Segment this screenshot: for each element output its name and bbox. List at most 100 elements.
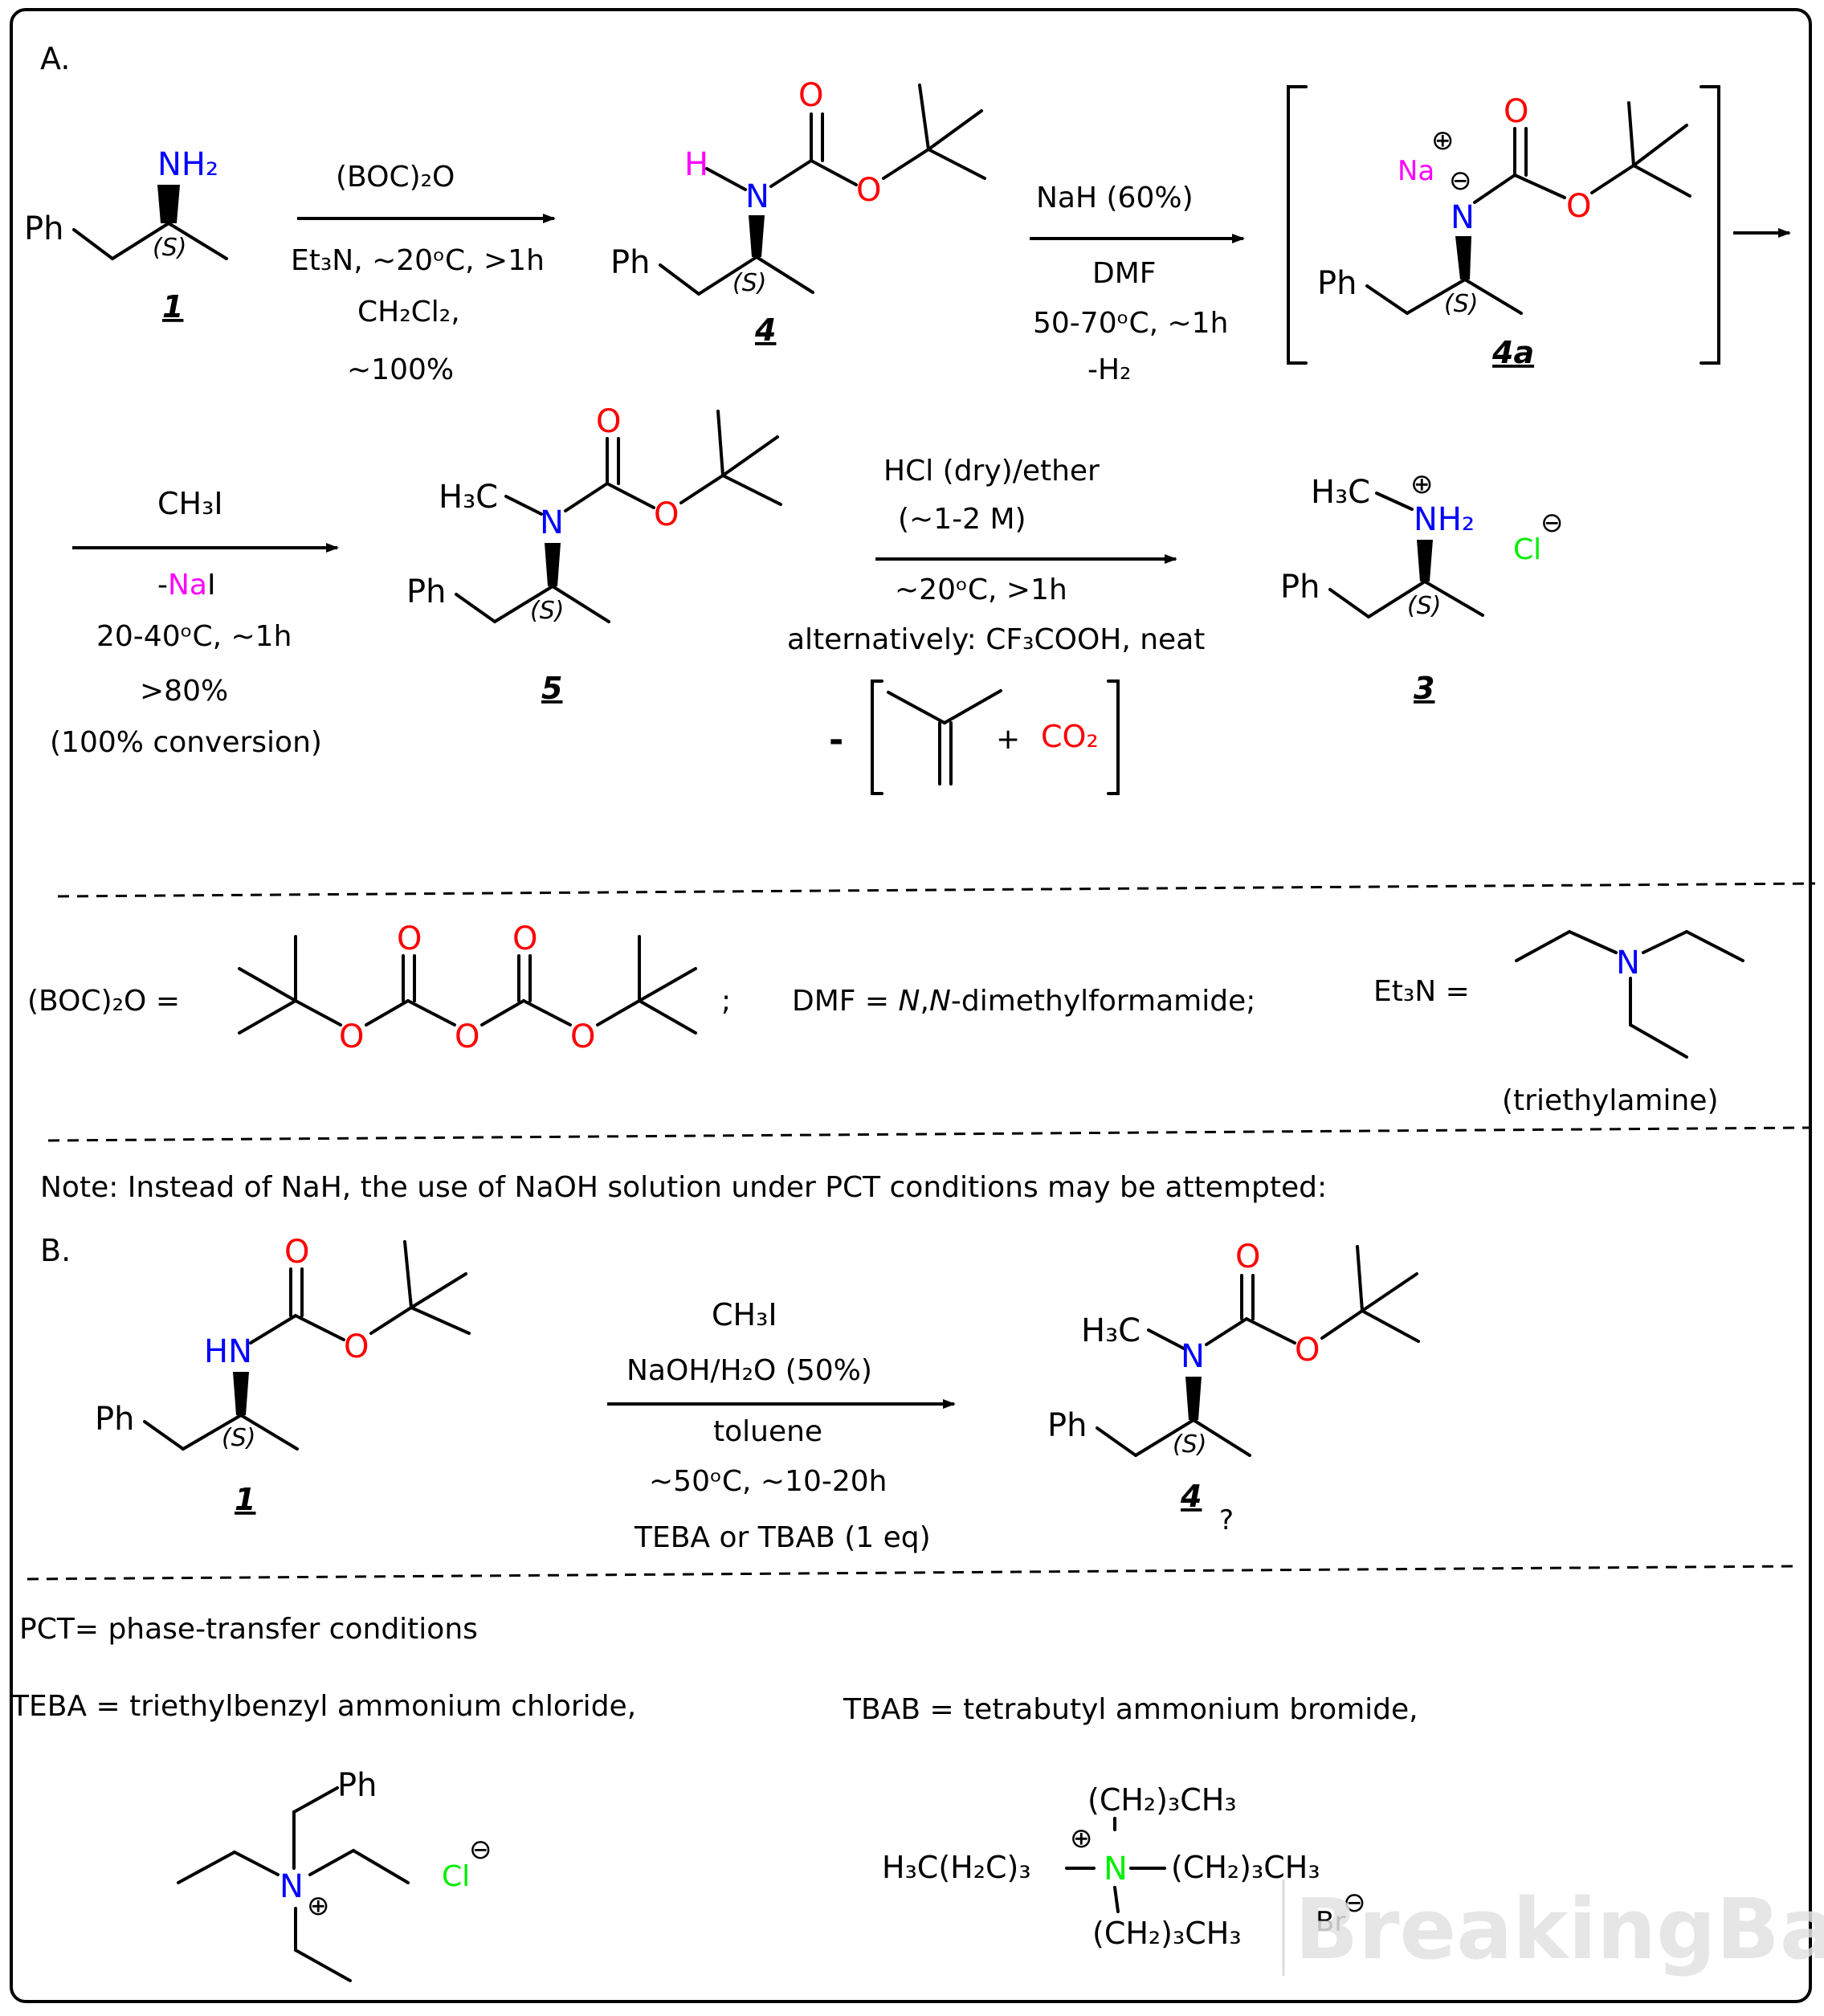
tbab-top-chain: (CH₂)₃CH₃ — [1087, 1782, 1237, 1818]
n-label: N — [540, 504, 564, 541]
compound-4b: H₃C N O O Ph (S) 4 ? — [1047, 1239, 1420, 1536]
boc2o-label: (BOC)₂O = — [27, 985, 180, 1018]
ph-label: Ph — [95, 1401, 134, 1438]
byproduct-i: I — [207, 569, 216, 602]
section-a-label: A. — [40, 41, 70, 76]
step3-reagent: CH₃I — [157, 486, 223, 521]
dmf-definition: DMF = N,N-dimethylformamide; — [792, 985, 1255, 1018]
stereo-label: (S) — [732, 269, 766, 297]
step1-cond1: Et₃N, ~20ᵒC, >1h — [291, 244, 545, 277]
step2-cond: 50-70ᵒC, ~1h — [1033, 307, 1228, 340]
divider — [27, 1565, 1797, 1581]
compound-3: H₃C ⊕ NH₂ Cl ⊖ Ph (S) 3 — [1280, 468, 1564, 706]
stereo-label: (S) — [1173, 1430, 1206, 1459]
triethylamine-structure: N — [1515, 930, 1744, 1059]
o-ester-label: O — [344, 1328, 369, 1365]
n-label: N — [1616, 945, 1640, 981]
o-label: O — [339, 1018, 364, 1055]
cl-label: Cl — [1513, 533, 1541, 566]
o-label: O — [455, 1018, 479, 1055]
minus-charge: ⊖ — [469, 1834, 492, 1866]
watermark: BreakingBad — [1295, 1880, 1824, 1978]
stereo-label: (S) — [1407, 592, 1441, 620]
n-label: N — [280, 1868, 304, 1905]
step2-reagent: NaH (60%) — [1036, 182, 1194, 214]
ph-label: Ph — [1047, 1407, 1087, 1444]
b-cond: ~50ᵒC, ~10-20h — [649, 1465, 887, 1498]
tbab-definition: TBAB = tetrabutyl ammonium bromide, — [843, 1693, 1418, 1726]
plus-charge: ⊕ — [1431, 124, 1455, 157]
o-carbonyl-label: O — [284, 1234, 309, 1271]
dmf-n1: N — [899, 985, 920, 1018]
stereo-label: (S) — [1444, 290, 1478, 318]
divider — [47, 1126, 1811, 1142]
stereo-label: (S) — [153, 234, 186, 262]
step4-cond: ~20ᵒC, >1h — [895, 573, 1067, 606]
b-solvent: toluene — [713, 1415, 822, 1448]
teba-structure: Ph N ⊕ Cl ⊖ — [177, 1767, 492, 1982]
step1-cond2: CH₂Cl₂, — [357, 296, 460, 329]
dmf-rest: -dimethylformamide; — [951, 985, 1256, 1018]
stereo-label: (S) — [530, 597, 564, 625]
compound-1b: HN O O Ph (S) 1 — [95, 1234, 471, 1517]
n-label: N — [1451, 199, 1475, 236]
nh2-label: NH₂ — [157, 146, 218, 183]
dmf-prefix: DMF = — [792, 985, 899, 1018]
compound-number: 3 — [1414, 671, 1434, 706]
semicolon: ; — [721, 985, 731, 1018]
n-label: N — [745, 178, 769, 215]
minus-sign: - — [829, 720, 843, 761]
pct-definition: PCT= phase-transfer conditions — [19, 1613, 478, 1646]
byproducts-bracket: - + CO₂ — [829, 679, 1120, 795]
step2-solvent: DMF — [1092, 257, 1157, 290]
outer-frame — [10, 8, 1812, 2003]
o-ester-label: O — [1566, 188, 1591, 225]
n-label: N — [1181, 1338, 1205, 1375]
o-label: O — [397, 920, 422, 957]
dmf-comma: , — [920, 985, 928, 1018]
o-label: O — [570, 1018, 595, 1055]
o-carbonyl-label: O — [798, 77, 823, 114]
ph-label: Ph — [24, 210, 63, 247]
tbab-left-chain: H₃C(H₂C)₃ — [882, 1850, 1031, 1885]
plus-charge: ⊕ — [307, 1890, 330, 1922]
boc2o-structure: O O O O O — [238, 920, 697, 1055]
cl-label: Cl — [442, 1860, 470, 1893]
ph-label: Ph — [406, 573, 446, 610]
compound-number: 1 — [235, 1482, 255, 1517]
et3n-label: Et₃N = — [1373, 975, 1470, 1008]
tbab-bottom-chain: (CH₂)₃CH₃ — [1092, 1916, 1242, 1951]
step3-yield: >80% — [140, 675, 228, 708]
step1-yield: ~100% — [347, 353, 454, 386]
o-ester-label: O — [654, 496, 679, 533]
compound-4a: Na ⊕ ⊖ N O O Ph (S) 4a — [1287, 85, 1720, 370]
minus-charge: ⊖ — [1449, 165, 1472, 197]
tbab-structure: (CH₂)₃CH₃ ⊕ H₃C(H₂C)₃ N (CH₂)₃CH₃ (CH₂)₃… — [882, 1782, 1366, 1951]
h3c-label: H₃C — [1081, 1312, 1141, 1349]
compound-number: 4 — [1180, 1479, 1202, 1514]
b-reagent: CH₃I — [712, 1297, 777, 1332]
byproduct-na: Na — [168, 569, 207, 602]
o-carbonyl-label: O — [1235, 1239, 1260, 1275]
step3-conversion: (100% conversion) — [50, 726, 322, 759]
step3-byproduct: -NaI — [157, 569, 216, 602]
divider — [57, 882, 1816, 898]
h3c-label: H₃C — [439, 479, 498, 516]
minus-charge: ⊖ — [1540, 507, 1564, 539]
minus-charge: ⊖ — [1343, 1887, 1366, 1919]
o-ester-label: O — [1295, 1332, 1320, 1369]
dmf-n2: N — [929, 985, 951, 1018]
note-text: Note: Instead of NaH, the use of NaOH so… — [40, 1171, 1327, 1204]
plus-sign: + — [996, 723, 1020, 756]
hn-label: HN — [204, 1333, 252, 1370]
ph-label: Ph — [1317, 265, 1357, 302]
b-base: NaOH/H₂O (50%) — [626, 1354, 872, 1387]
compound-1: Ph NH₂ (S) 1 — [24, 146, 228, 324]
section-b-label: B. — [40, 1233, 71, 1268]
tbab-right-chain: (CH₂)₃CH₃ — [1171, 1850, 1320, 1885]
stereo-label: (S) — [222, 1424, 255, 1452]
compound-number: 4a — [1491, 335, 1534, 370]
ph-label: Ph — [1280, 569, 1320, 606]
br-label: Br — [1316, 1906, 1345, 1938]
